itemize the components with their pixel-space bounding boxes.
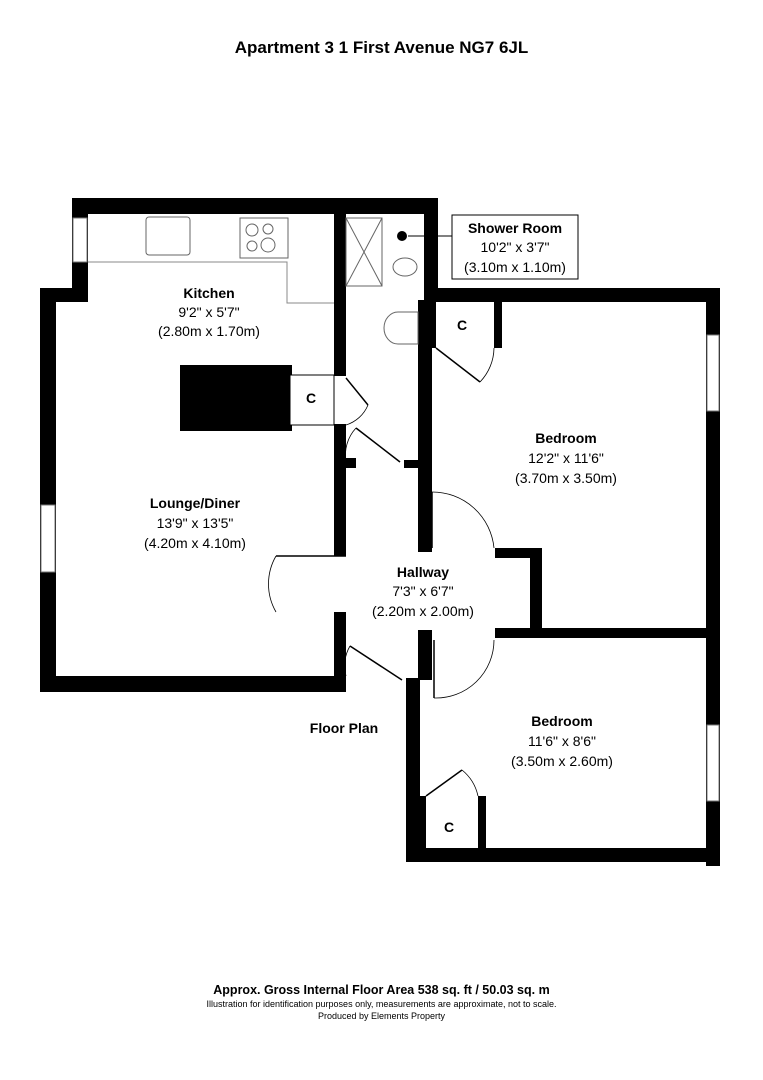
wall	[406, 848, 720, 862]
wall	[494, 302, 502, 348]
wall	[40, 676, 346, 692]
wall	[424, 198, 438, 302]
wall	[495, 628, 720, 638]
lounge-name: Lounge/Diner	[150, 495, 241, 511]
cupboard	[289, 374, 335, 426]
label-box	[451, 214, 579, 280]
walls	[40, 198, 720, 866]
window	[40, 504, 56, 573]
wall	[406, 678, 420, 862]
toilet-icon	[392, 257, 418, 277]
window	[706, 334, 720, 412]
wall	[706, 288, 720, 866]
cupboard-label: C	[444, 819, 454, 835]
bedroom1-metric: (3.70m x 3.50m)	[515, 470, 617, 486]
cupboard-label: C	[457, 317, 467, 333]
kitchen-name: Kitchen	[183, 285, 234, 301]
hallway-imperial: 7'3" x 6'7"	[392, 583, 453, 599]
kitchen-metric: (2.80m x 1.70m)	[158, 323, 260, 339]
wall	[418, 466, 432, 552]
cupboard-label: C	[306, 390, 316, 406]
bedroom2-name: Bedroom	[531, 713, 592, 729]
producer-text: Produced by Elements Property	[317, 1011, 446, 1021]
door	[425, 769, 463, 797]
wall	[530, 548, 542, 634]
bedroom1-name: Bedroom	[535, 430, 596, 446]
wall	[430, 302, 436, 348]
door	[349, 645, 403, 681]
wall	[495, 548, 540, 558]
door	[435, 347, 481, 383]
floor-plan-label: Floor Plan	[310, 720, 378, 736]
bedroom2-imperial: 11'6" x 8'6"	[528, 733, 596, 749]
plan-title: Apartment 3 1 First Avenue NG7 6JL	[234, 38, 529, 57]
wall	[334, 214, 346, 376]
wall	[404, 460, 432, 468]
shower-metric: (3.10m x 1.10m)	[464, 259, 566, 275]
sink-icon	[145, 216, 191, 256]
wall	[72, 198, 438, 214]
lounge-metric: (4.20m x 4.10m)	[144, 535, 246, 551]
shower-imperial: 10'2" x 3'7"	[481, 239, 550, 255]
window	[706, 724, 720, 802]
wall	[334, 424, 346, 556]
kitchen-counter	[88, 261, 334, 304]
room-labels: Kitchen 9'2" x 5'7" (2.80m x 1.70m) Show…	[144, 220, 617, 835]
wall	[478, 796, 486, 848]
bedroom2-metric: (3.50m x 2.60m)	[511, 753, 613, 769]
kitchen-imperial: 9'2" x 5'7"	[178, 304, 239, 320]
shower-name: Shower Room	[468, 220, 562, 236]
hob-icon	[239, 217, 289, 259]
disclaimer-text: Illustration for identification purposes…	[206, 999, 557, 1009]
bedroom1-imperial: 12'2" x 11'6"	[528, 450, 604, 466]
windows	[40, 217, 720, 802]
basin-icon	[383, 311, 419, 345]
area-text: Approx. Gross Internal Floor Area 538 sq…	[213, 983, 550, 997]
window	[72, 217, 88, 263]
hallway-name: Hallway	[397, 564, 449, 580]
door	[355, 427, 401, 463]
stack-pipe-icon	[397, 231, 407, 241]
wall	[334, 612, 346, 692]
wall	[420, 796, 426, 848]
wall	[424, 288, 720, 302]
doors	[268, 347, 495, 797]
chimney-breast	[180, 365, 292, 431]
wall	[418, 300, 432, 466]
lounge-imperial: 13'9" x 13'5"	[157, 515, 234, 531]
wall	[346, 458, 356, 468]
wall	[418, 630, 432, 680]
door	[345, 377, 369, 406]
hallway-metric: (2.20m x 2.00m)	[372, 603, 474, 619]
wall	[40, 288, 56, 692]
shower-tray-icon	[345, 217, 383, 287]
appliances	[145, 216, 419, 345]
